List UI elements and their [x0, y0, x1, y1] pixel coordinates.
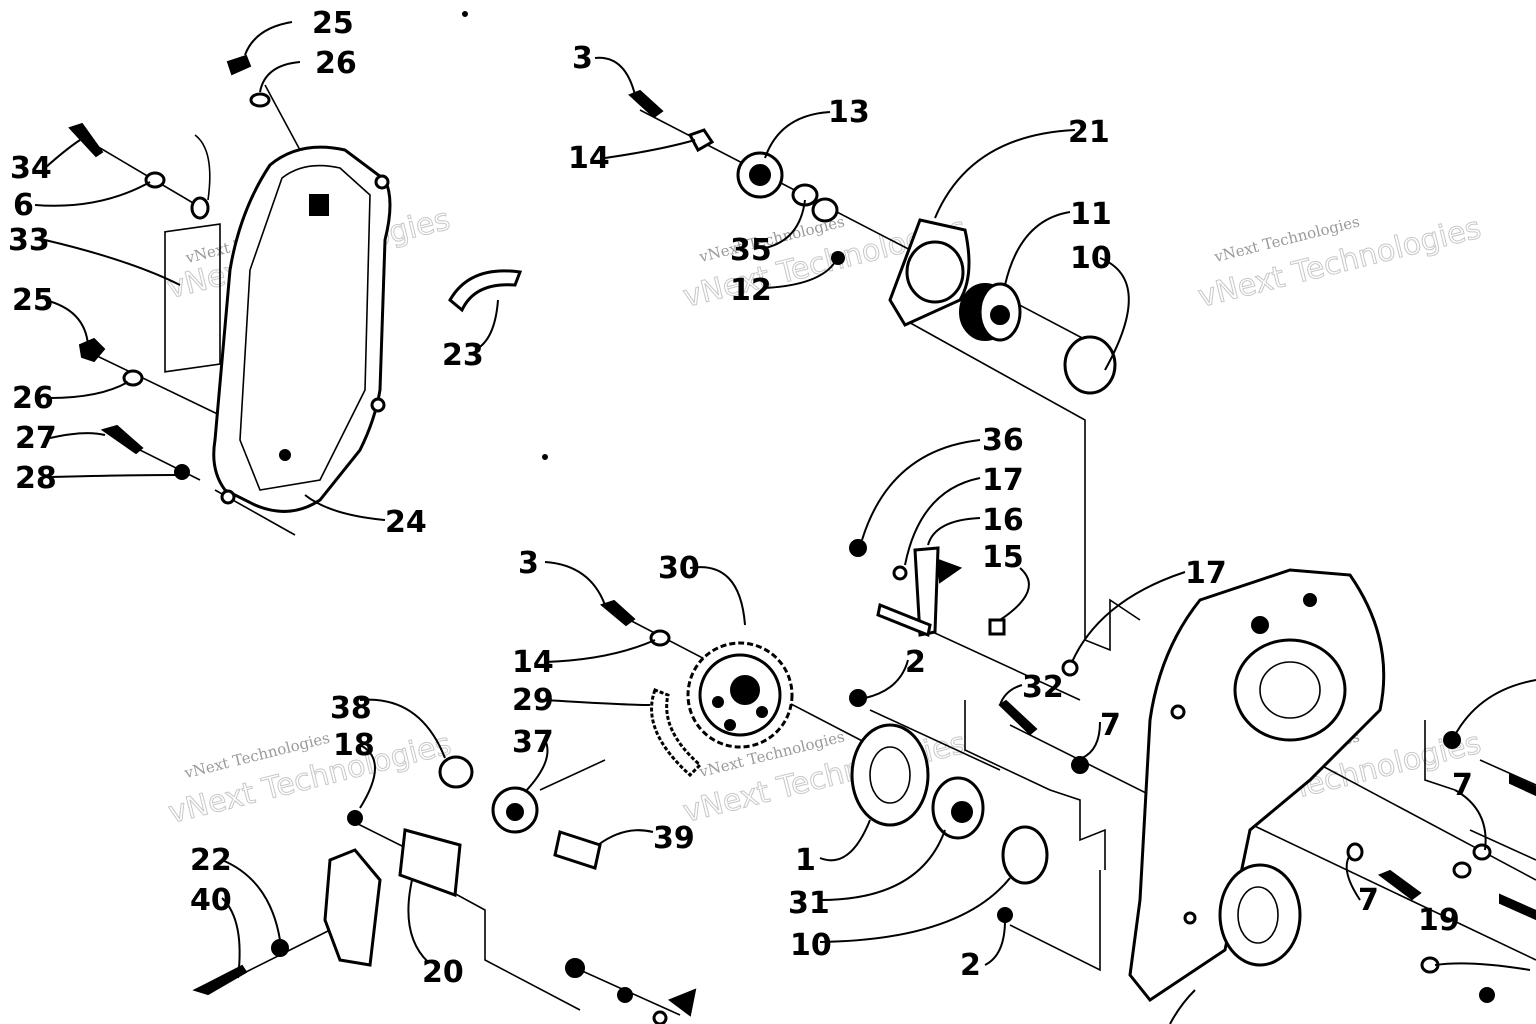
callout-22: 22 — [190, 843, 232, 878]
o-ring-upper — [1063, 335, 1117, 395]
callout-25-left: 25 — [12, 283, 54, 318]
brake-lever-parts — [849, 539, 1079, 677]
callout-27: 27 — [15, 421, 57, 456]
upper-shaft-parts — [628, 89, 845, 265]
callout-30: 30 — [658, 551, 700, 586]
callout-14-top: 14 — [568, 141, 610, 176]
callout-20: 20 — [422, 955, 464, 990]
callout-25-top: 25 — [312, 6, 354, 41]
chain-segment — [448, 269, 523, 313]
callout-10-top: 10 — [1070, 241, 1112, 276]
speck — [542, 454, 548, 460]
small-sprocket — [736, 151, 784, 199]
nut-7 — [1071, 756, 1089, 774]
callout-7-right: 7 — [1452, 768, 1473, 803]
lower-bearing-stack — [849, 689, 1049, 923]
callout-36: 36 — [982, 423, 1024, 458]
callout-28: 28 — [15, 461, 57, 496]
callout-26-left: 26 — [12, 381, 54, 416]
callout-15: 15 — [982, 540, 1024, 575]
callout-1: 1 — [795, 843, 816, 878]
stud — [998, 699, 1038, 736]
watermark-top-right: vNext Technologies vNext Technologies — [1194, 210, 1485, 315]
bolt-middle — [599, 599, 636, 627]
callout-13: 13 — [828, 95, 870, 130]
callout-35: 35 — [730, 233, 772, 268]
callout-3-middle: 3 — [518, 546, 539, 581]
chaincase-housing — [1128, 568, 1386, 1003]
chain — [650, 688, 703, 778]
bearing-flange — [888, 218, 971, 327]
callout-24: 24 — [385, 505, 427, 540]
callout-40: 40 — [190, 883, 232, 918]
callout-10-bottom: 10 — [790, 928, 832, 963]
callout-11: 11 — [1070, 197, 1112, 232]
callout-33: 33 — [8, 223, 50, 258]
callout-21: 21 — [1068, 115, 1110, 150]
fasteners-top-left — [68, 54, 271, 480]
callout-3-top: 3 — [572, 41, 593, 76]
callout-26-top: 26 — [315, 46, 357, 81]
callout-29: 29 — [512, 683, 554, 718]
callout-16: 16 — [982, 503, 1024, 538]
callout-18: 18 — [333, 728, 375, 763]
callout-6: 6 — [13, 188, 34, 223]
callout-7-center: 7 — [1100, 708, 1121, 743]
speck — [462, 11, 468, 17]
callout-38: 38 — [330, 691, 372, 726]
callout-2-lower: 2 — [960, 948, 981, 983]
leader-lines — [34, 21, 1536, 1024]
lower-left-parts — [192, 755, 697, 1024]
callout-2-upper: 2 — [905, 645, 926, 680]
watermark-bottom-left: vNext Technologies vNext Technologies — [164, 726, 455, 831]
callout-19: 19 — [1418, 903, 1460, 938]
washer-middle — [649, 629, 671, 647]
callout-14-middle: 14 — [512, 645, 554, 680]
callout-17-right: 17 — [1185, 556, 1227, 591]
bearing-upper — [959, 282, 1022, 342]
callout-34: 34 — [10, 151, 52, 186]
right-edge-fasteners — [1346, 731, 1536, 1003]
chaincase-cover — [212, 145, 392, 513]
callout-32: 32 — [1022, 670, 1064, 705]
callout-23: 23 — [442, 338, 484, 373]
gasket — [164, 223, 221, 373]
callout-37: 37 — [512, 725, 554, 760]
callout-39: 39 — [653, 821, 695, 856]
callout-31: 31 — [788, 886, 830, 921]
callout-12: 12 — [730, 273, 772, 308]
callout-labels: 25 26 34 6 33 25 26 27 28 24 23 3 14 13 … — [8, 6, 1473, 990]
callout-7-lower: 7 — [1358, 883, 1379, 918]
large-sprocket — [686, 641, 794, 749]
callout-17-upper: 17 — [982, 463, 1024, 498]
